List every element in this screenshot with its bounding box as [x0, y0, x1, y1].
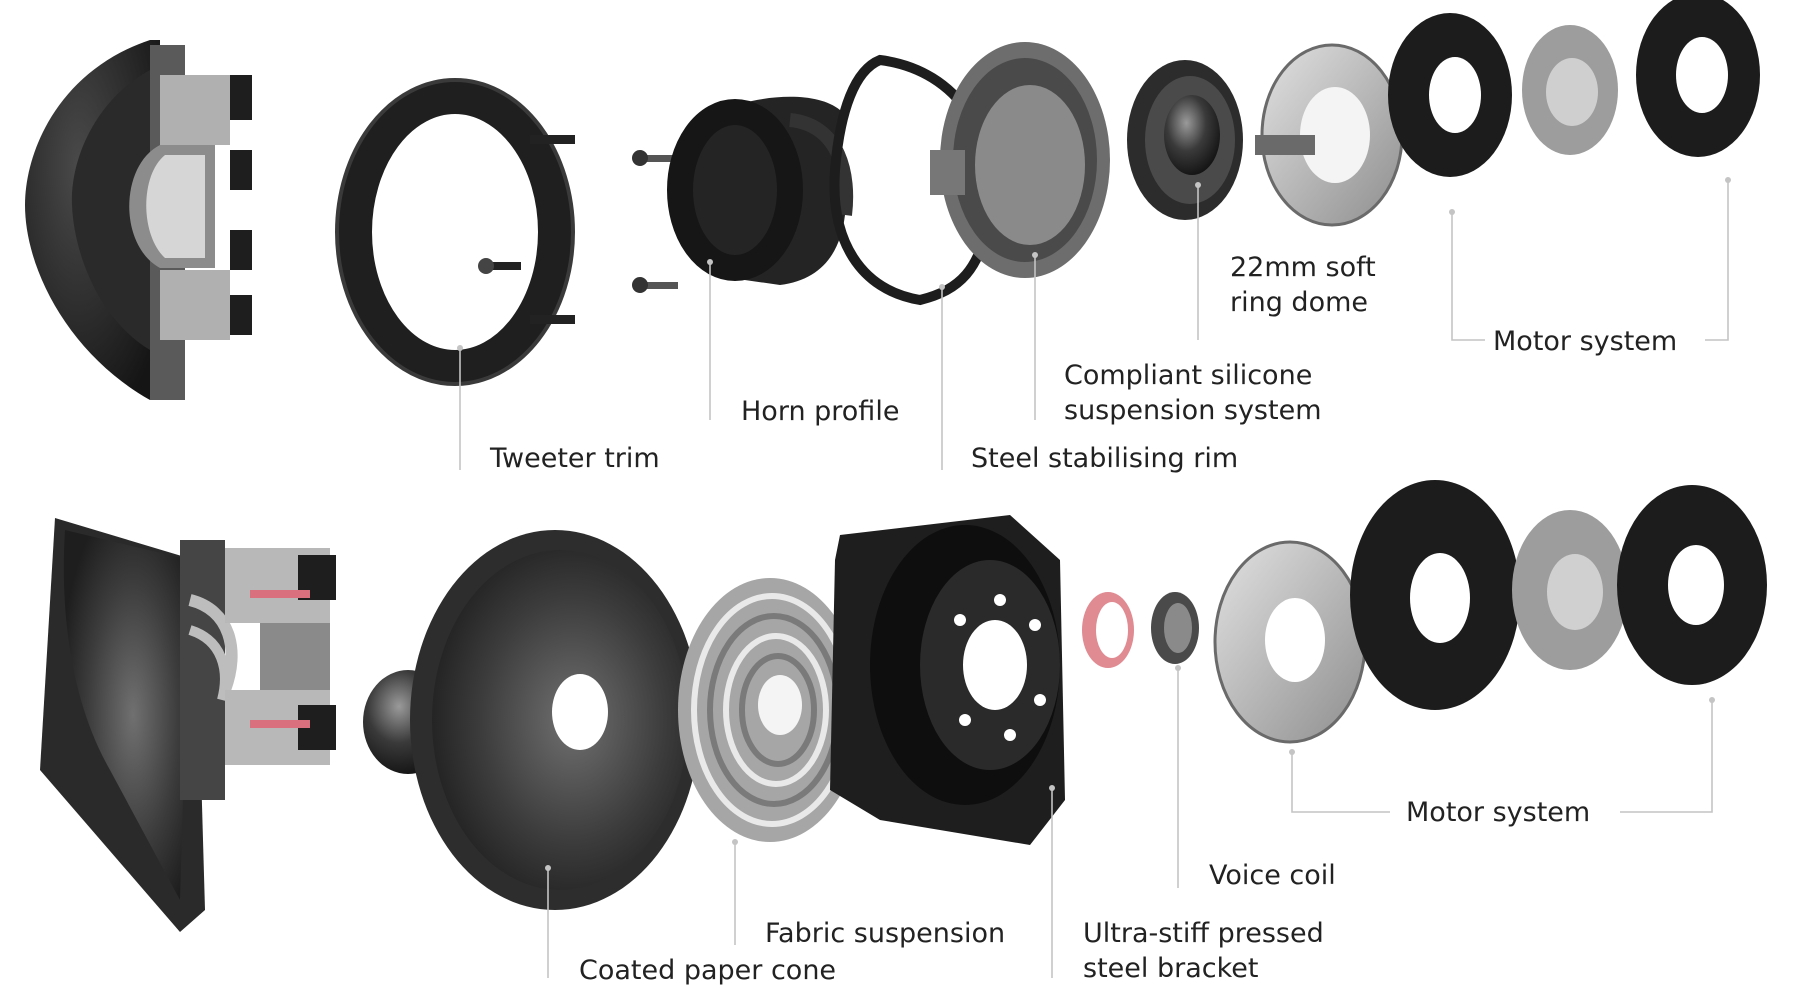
label-steel-stabilising-rim: Steel stabilising rim — [971, 443, 1239, 474]
steel-bracket-part — [830, 515, 1065, 845]
label-steel-bracket: Ultra-stiff pressed steel bracket — [1083, 918, 1324, 984]
label-ring-dome: 22mm soft ring dome — [1230, 252, 1376, 318]
tweeter-trim-part — [335, 78, 575, 386]
dome-part — [1127, 60, 1243, 220]
horn-profile-part — [667, 96, 854, 285]
suspension-part — [930, 42, 1110, 278]
label-woofer-motor-system: Motor system — [1406, 797, 1591, 828]
woofer-motor-parts — [1350, 480, 1767, 710]
screws — [632, 150, 678, 293]
label-tweeter-trim: Tweeter trim — [490, 443, 660, 474]
label-coated-paper-cone: Coated paper cone — [579, 955, 837, 986]
woofer-cutaway — [40, 518, 336, 932]
woofer-plate-part — [1213, 540, 1367, 744]
leader-lines — [457, 177, 1731, 978]
tweeter-cutaway — [25, 40, 252, 400]
label-voice-coil: Voice coil — [1209, 860, 1336, 891]
voice-coil-part — [1082, 592, 1199, 668]
label-horn-profile: Horn profile — [741, 396, 900, 427]
tweeter-motor-parts — [1388, 0, 1760, 177]
tweeter-plate-part — [1255, 43, 1404, 227]
coated-paper-cone-part — [410, 530, 700, 910]
label-tweeter-motor-system: Motor system — [1493, 326, 1678, 357]
fabric-suspension-part — [678, 578, 862, 842]
label-fabric-suspension: Fabric suspension — [765, 918, 1006, 949]
label-suspension-system: Compliant silicone suspension system — [1064, 360, 1322, 426]
